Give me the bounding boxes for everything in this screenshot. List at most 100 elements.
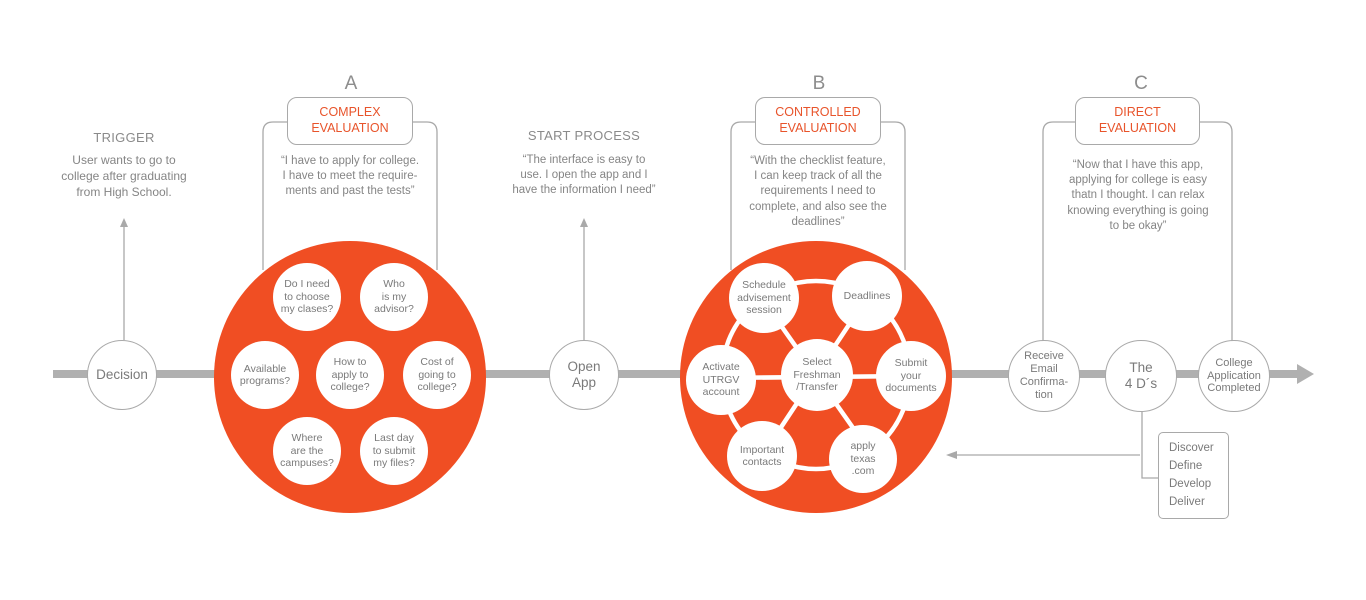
stage-c-quote-line: to be okay”: [1109, 219, 1167, 232]
bubble-line: to submit: [372, 444, 416, 457]
start-process-line: use. I open the app and I: [520, 169, 648, 182]
stage-a-quote-line: ments and past the tests”: [285, 185, 415, 198]
bubble-line: session: [746, 304, 782, 317]
bubble-line: .com: [851, 465, 875, 478]
bubble-line: account: [702, 386, 740, 399]
stage-b-bubble: Submit your documents: [876, 341, 946, 411]
bubble-line: contacts: [742, 456, 782, 468]
stage-a-letter: A: [344, 73, 358, 94]
bubble-line: Available: [243, 362, 287, 375]
stage-a-bubble: Where are the campuses?: [273, 417, 341, 485]
four-ds-item: Discover: [1169, 442, 1214, 454]
start-process-title: START PROCESS: [527, 128, 641, 143]
trigger-title: TRIGGER: [93, 130, 155, 145]
open-app-node: Open App: [549, 340, 619, 410]
receive-email-label: tion: [1035, 388, 1053, 401]
stage-a-bubble: Cost of going to college?: [403, 341, 471, 409]
decision-label: Decision: [96, 367, 148, 383]
four-ds-label: The: [1129, 360, 1153, 376]
stage-c-letter: C: [1134, 73, 1148, 94]
stage-a-bubble: Do I need to choose my clases?: [273, 263, 341, 331]
bubble-line: Freshman: [793, 368, 841, 381]
stage-c-label: DIRECT EVALUATION: [1075, 97, 1200, 145]
bubble-line: documents: [885, 382, 937, 395]
bubble-line: Do I need: [284, 278, 330, 291]
bubble-line: Deadlines: [843, 289, 891, 302]
stage-b-label-line: EVALUATION: [779, 121, 857, 135]
bubble-line: Last day: [374, 432, 414, 445]
stage-a-label: COMPLEX EVALUATION: [287, 97, 413, 145]
college-completed-label: College: [1215, 356, 1253, 369]
stage-b-quote-line: deadlines”: [791, 215, 845, 228]
bubble-line: are the: [290, 444, 324, 457]
bubble-line: to choose: [284, 290, 330, 303]
bubble-line: Submit: [894, 357, 928, 370]
bubble-line: apply: [850, 440, 876, 453]
bubble-line: Activate: [702, 361, 740, 374]
bubble-line: UTRGV: [702, 373, 740, 386]
stage-a-bracket: [262, 121, 438, 270]
trigger-arrowhead: [120, 218, 128, 227]
receive-email-label: Confirma-: [1019, 376, 1069, 388]
stage-b-bubble: Select Freshman /Transfer: [781, 339, 853, 411]
receive-email-label: Email: [1030, 363, 1058, 376]
stage-b-quote-line: “With the checklist feature,: [750, 155, 886, 167]
bubble-line: Where: [291, 432, 323, 445]
stage-b-quote: “With the checklist feature, I can keep …: [734, 154, 902, 230]
stage-b-quote-line: complete, and also see the: [749, 200, 887, 213]
stage-c-quote-line: “Now that I have this app,: [1072, 159, 1204, 171]
timeline-arrowhead: [1297, 364, 1314, 384]
stage-b-quote-line: I can keep track of all the: [754, 170, 882, 183]
stage-b-bracket: [730, 121, 906, 270]
stage-a-quote-line: I have to meet the require-: [282, 170, 418, 183]
stage-c-label-line: DIRECT: [1114, 105, 1161, 120]
stage-a-bubble: Last day to submit my files?: [360, 417, 428, 485]
bubble-line: texas: [850, 452, 876, 465]
four-ds-node: The 4 D´s: [1105, 340, 1177, 412]
trigger-line: college after graduating: [61, 168, 187, 183]
receive-email-node: Receive Email Confirma- tion: [1008, 340, 1080, 412]
bubble-line: apply to: [331, 368, 369, 381]
bubble-line: advisement: [737, 291, 791, 304]
bubble-line: Select: [802, 356, 832, 369]
start-process-line: have the information I need”: [512, 184, 656, 197]
bubble-line: going to: [418, 368, 456, 381]
bubble-line: college?: [417, 381, 457, 394]
stage-c-label-line: EVALUATION: [1098, 121, 1177, 135]
stage-b-bubble: Schedule advisement session: [729, 263, 799, 333]
bubble-line: campuses?: [280, 457, 334, 470]
bubble-line: advisor?: [374, 303, 414, 316]
bubble-line: my files?: [373, 457, 415, 470]
trigger-line: from High School.: [76, 184, 172, 199]
start-arrowhead: [580, 218, 588, 227]
stage-a-bubble: Available programs?: [231, 341, 299, 409]
stage-a-quote: “I have to apply for college. I have to …: [266, 154, 434, 200]
college-completed-label: Completed: [1207, 382, 1261, 395]
stage-b-bubble: Activate UTRGV account: [686, 345, 756, 415]
bubble-line: How to: [333, 356, 367, 369]
stage-a-bubble: How to apply to college?: [316, 341, 384, 409]
decision-node: Decision: [87, 340, 157, 410]
college-completed-label: Application: [1207, 369, 1261, 382]
bubble-line: /Transfer: [796, 381, 838, 394]
bubble-line: Cost of: [420, 356, 454, 369]
open-app-label: Open: [567, 359, 601, 375]
bubble-line: my clases?: [280, 303, 334, 316]
college-completed-node: College Application Completed: [1198, 340, 1270, 412]
stage-c-quote-line: thatn I thought. I can relax: [1071, 189, 1205, 202]
four-ds-connector: [1141, 400, 1158, 479]
stage-b-letter: B: [812, 73, 826, 94]
four-ds-list: Discover Define Develop Deliver: [1158, 432, 1229, 519]
stage-b-label: CONTROLLED EVALUATION: [755, 97, 881, 145]
stage-c-bracket: [1042, 121, 1233, 345]
trigger-description: User wants to go to college after gradua…: [44, 153, 204, 200]
stage-b-bubble: Deadlines: [832, 261, 902, 331]
receive-email-label: Receive: [1024, 350, 1064, 363]
stage-b-label-line: CONTROLLED: [775, 105, 861, 120]
four-ds-label: 4 D´s: [1124, 376, 1158, 391]
open-app-label: App: [571, 375, 597, 390]
bubble-line: Important: [739, 443, 785, 456]
bubble-line: Schedule: [742, 279, 786, 292]
stage-b-bubble: apply texas .com: [829, 425, 897, 493]
